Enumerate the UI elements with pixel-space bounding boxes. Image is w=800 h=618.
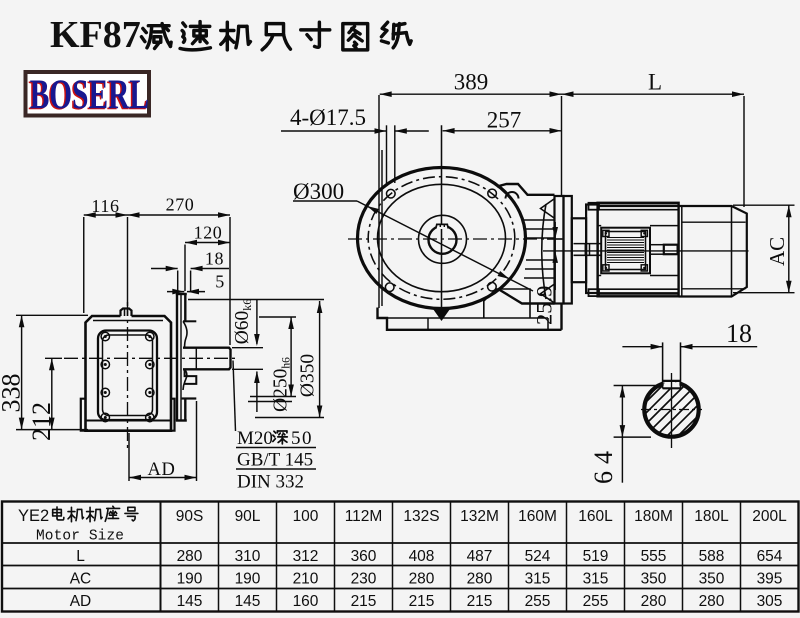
svg-text:BOSERL: BOSERL <box>28 72 147 118</box>
svg-text:230: 230 <box>351 571 377 588</box>
svg-text:BOSERL: BOSERL <box>30 71 149 117</box>
svg-text:215: 215 <box>351 593 377 610</box>
svg-text:270: 270 <box>166 195 195 215</box>
svg-text:555: 555 <box>641 548 667 565</box>
svg-text:280: 280 <box>641 593 667 610</box>
svg-text:312: 312 <box>293 548 319 565</box>
svg-text:338: 338 <box>0 374 26 413</box>
svg-text:5: 5 <box>215 272 225 292</box>
svg-text:100: 100 <box>293 508 319 525</box>
svg-text:395: 395 <box>757 571 783 588</box>
svg-text:350: 350 <box>641 571 667 588</box>
svg-text:315: 315 <box>525 571 551 588</box>
svg-text:90L: 90L <box>235 508 261 525</box>
svg-text:389: 389 <box>454 70 489 95</box>
svg-text:AD: AD <box>148 460 176 480</box>
svg-text:160L: 160L <box>578 508 613 525</box>
svg-text:255: 255 <box>583 593 609 610</box>
svg-text:Ø250h6: Ø250h6 <box>271 357 293 412</box>
svg-text:215: 215 <box>409 593 435 610</box>
svg-text:310: 310 <box>235 548 261 565</box>
svg-text:180L: 180L <box>694 508 729 525</box>
svg-text:280: 280 <box>177 548 203 565</box>
svg-text:145: 145 <box>235 593 261 610</box>
svg-text:AD: AD <box>70 593 92 610</box>
svg-text:305: 305 <box>757 593 783 610</box>
svg-text:145: 145 <box>177 593 203 610</box>
svg-text:350: 350 <box>699 571 725 588</box>
svg-text:360: 360 <box>351 548 377 565</box>
svg-text:190: 190 <box>177 571 203 588</box>
svg-text:50: 50 <box>291 428 313 449</box>
svg-text:KF87: KF87 <box>50 14 141 56</box>
svg-text:AC: AC <box>70 571 92 588</box>
svg-text:487: 487 <box>467 548 493 565</box>
svg-text:Ø60k6: Ø60k6 <box>232 299 254 345</box>
svg-text:190: 190 <box>235 571 261 588</box>
svg-text:L: L <box>648 70 662 95</box>
svg-text:280: 280 <box>699 593 725 610</box>
svg-text:132M: 132M <box>460 508 499 525</box>
svg-text:18: 18 <box>205 249 224 269</box>
svg-text:120: 120 <box>194 223 223 243</box>
svg-text:212: 212 <box>27 402 56 441</box>
svg-text:315: 315 <box>583 571 609 588</box>
svg-text:280: 280 <box>409 571 435 588</box>
svg-text:180M: 180M <box>634 508 673 525</box>
svg-text:GB/T 145: GB/T 145 <box>237 450 313 471</box>
svg-text:588: 588 <box>699 548 725 565</box>
svg-text:519: 519 <box>583 548 609 565</box>
svg-text:210: 210 <box>293 571 319 588</box>
svg-text:132S: 132S <box>403 508 439 525</box>
svg-text:M20: M20 <box>237 428 273 449</box>
svg-text:524: 524 <box>525 548 551 565</box>
svg-text:25.9: 25.9 <box>532 286 557 325</box>
svg-text:Ø350: Ø350 <box>298 354 319 397</box>
svg-text:654: 654 <box>757 548 783 565</box>
svg-text:255: 255 <box>525 593 551 610</box>
svg-text:L: L <box>76 548 85 565</box>
svg-text:112M: 112M <box>345 508 383 525</box>
svg-text:200L: 200L <box>752 508 787 525</box>
svg-text:257: 257 <box>487 108 522 133</box>
svg-text:64: 64 <box>589 444 618 484</box>
svg-text:AC: AC <box>765 237 789 266</box>
svg-text:90S: 90S <box>176 508 204 525</box>
svg-text:DIN 332: DIN 332 <box>237 472 304 493</box>
svg-text:116: 116 <box>91 196 119 216</box>
svg-text:160M: 160M <box>518 508 557 525</box>
svg-text:408: 408 <box>409 548 435 565</box>
svg-text:YE2: YE2 <box>18 507 49 525</box>
svg-text:160: 160 <box>293 593 319 610</box>
svg-text:18: 18 <box>726 319 752 348</box>
svg-text:Motor Size: Motor Size <box>36 529 124 545</box>
svg-text:4-Ø17.5: 4-Ø17.5 <box>290 105 366 130</box>
svg-text:280: 280 <box>467 571 493 588</box>
svg-text:Ø300: Ø300 <box>293 179 344 204</box>
svg-text:215: 215 <box>467 593 493 610</box>
